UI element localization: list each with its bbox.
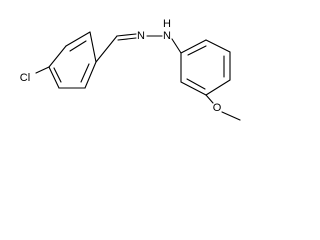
nitrogen-imine-label: N (137, 30, 145, 42)
bond-ring1-inner-3 (53, 67, 62, 83)
bond-ring2-1 (180, 39, 207, 54)
bond-ring1-2 (89, 31, 97, 63)
bond-ring1-3 (84, 61, 97, 89)
oxygen-atom-label: O (213, 102, 222, 114)
bond-ring1-5 (48, 66, 60, 89)
bond-c-cl (35, 66, 50, 74)
bond-ring2-5 (180, 81, 207, 96)
bond-ring1-inner-1 (69, 40, 87, 52)
chlorophenyl-ring (48, 31, 97, 89)
nitrogen-amine-label: N (163, 30, 171, 42)
bond-ring2-4 (205, 79, 231, 96)
bond-n-ring (171, 38, 182, 54)
chlorine-atom-label: Cl (20, 72, 30, 84)
bond-ring2-2 (205, 39, 231, 53)
bond-ring1-6 (48, 45, 67, 68)
bond-ring2-inner-1 (187, 45, 207, 56)
bond-ring1-inner-2 (80, 63, 90, 83)
bond-ch-n-2 (117, 37, 137, 41)
hydrogen-label: H (163, 18, 171, 30)
bond-ring1-1 (65, 31, 91, 47)
bond-ring-ch (95, 35, 118, 63)
bond-ring2-inner-3 (186, 78, 206, 90)
bond-c-o (205, 94, 214, 104)
bond-ch-n-1 (116, 33, 137, 37)
chemical-structure: Cl N N H O (20, 18, 241, 121)
methoxyphenyl-ring (180, 39, 231, 96)
bond-o-ch3 (221, 111, 241, 121)
